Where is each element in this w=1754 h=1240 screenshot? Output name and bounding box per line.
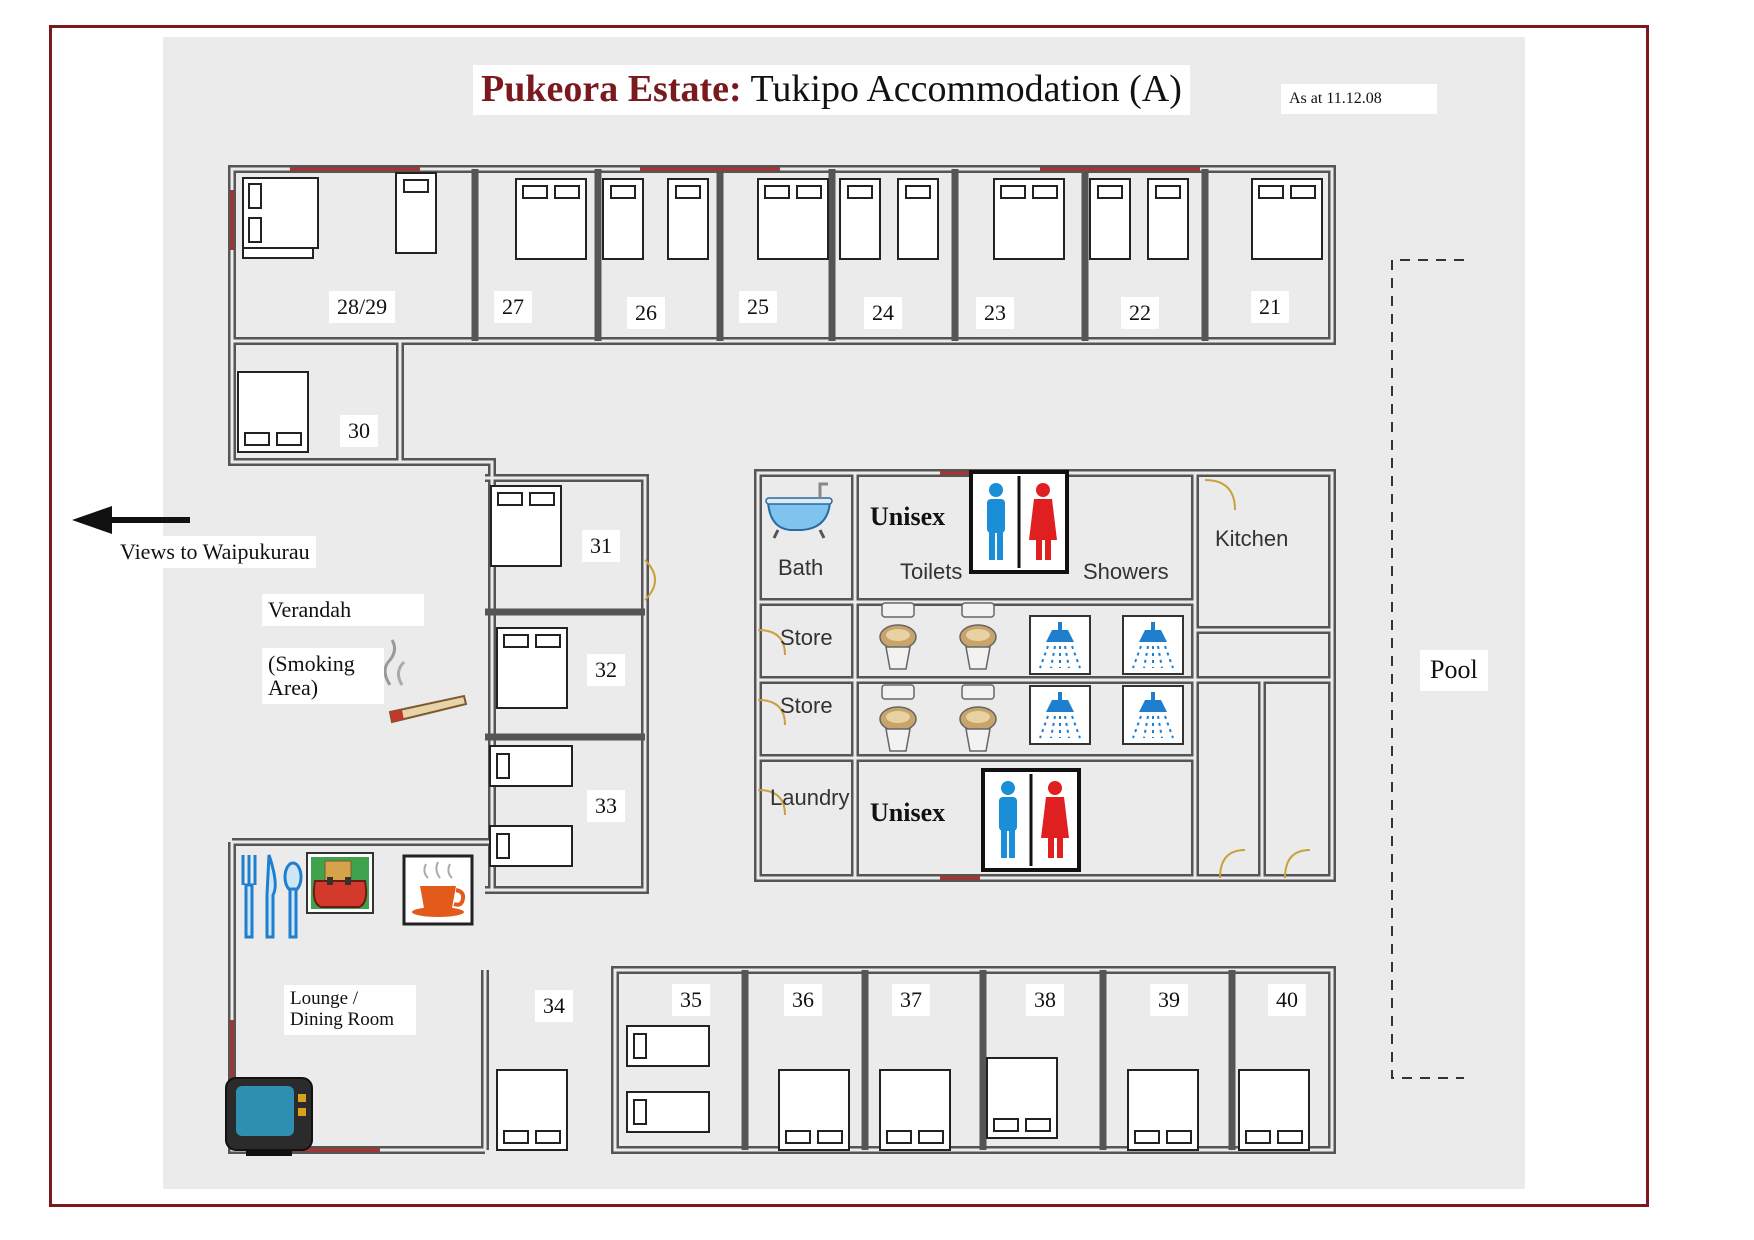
room-label-28-29: 28/29 [329,291,396,324]
lounge-dining-label: Lounge / Dining Room [284,985,416,1035]
room-label-36: 36 [784,984,822,1017]
room-label-39: 39 [1150,984,1188,1017]
unisex-top-label: Unisex [870,502,946,531]
smoking-area-label: (Smoking Area) [262,648,384,705]
room-label-21: 21 [1251,291,1289,324]
amenity-bath: Bath [778,555,824,580]
unisex-bottom-label: Unisex [870,798,946,827]
views-label: Views to Waipukurau [114,536,316,569]
room-label-34: 34 [535,990,573,1023]
pool-label: Pool [1420,650,1488,691]
room-label-25: 25 [739,291,777,324]
room-label-40: 40 [1268,984,1306,1017]
amenity-showers: Showers [1083,559,1169,584]
amenity-kitchen: Kitchen [1215,526,1289,551]
room-label-33: 33 [587,790,625,823]
room-label-27: 27 [494,291,532,324]
room-label-38: 38 [1026,984,1064,1017]
room-label-31: 31 [582,530,620,563]
room-label-24: 24 [864,297,902,330]
amenity-store-1: Store [780,625,833,650]
amenity-laundry: Laundry [770,785,850,810]
amenity-store-2: Store [780,693,833,718]
page-title: Pukeora Estate: Tukipo Accommodation (A) [473,65,1190,115]
room-label-35: 35 [672,984,710,1017]
room-label-22: 22 [1121,297,1159,330]
room-label-26: 26 [627,297,665,330]
date-note: As at 11.12.08 [1281,84,1437,114]
title-estate: Pukeora Estate: [481,68,742,110]
amenity-toilets: Toilets [900,559,963,584]
title-name: Tukipo Accommodation [750,68,1120,110]
verandah-label: Verandah [262,594,424,627]
title-block: (A) [1129,68,1182,110]
room-label-37: 37 [892,984,930,1017]
room-label-30: 30 [340,415,378,448]
room-label-32: 32 [587,654,625,687]
room-label-23: 23 [976,297,1014,330]
